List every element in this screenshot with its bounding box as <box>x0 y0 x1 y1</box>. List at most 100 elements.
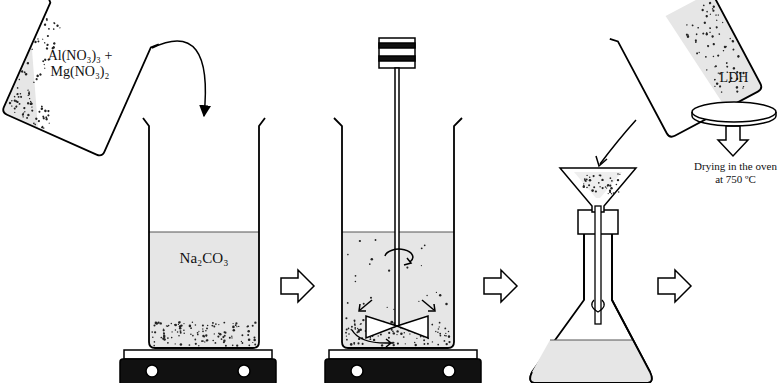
precipitate-dot <box>59 27 61 29</box>
precipitate-dot <box>29 98 31 100</box>
precipitate-dot <box>448 331 450 333</box>
precipitate-dot <box>359 240 361 242</box>
precipitate-dot <box>23 71 26 74</box>
precipitate-dot <box>397 343 399 345</box>
precipitate-dot <box>183 329 185 331</box>
sodium-carbonate-beaker: Na₂CO₃ <box>143 118 265 350</box>
precipitate-dot <box>714 85 716 87</box>
precipitate-dot <box>726 62 728 64</box>
precipitate-dot <box>254 344 256 346</box>
precipitate-dot <box>705 32 708 35</box>
precipitate-dot <box>357 342 359 344</box>
precipitate-dot <box>197 332 199 334</box>
precipitate-dot <box>616 184 618 186</box>
precipitate-dot <box>224 331 226 333</box>
precipitate-dot <box>716 19 718 21</box>
precipitate-dot <box>369 338 371 340</box>
precipitate-dot <box>714 79 716 81</box>
precipitate-dot <box>583 183 584 184</box>
precipitate-dot <box>215 342 217 344</box>
precipitate-dot <box>607 185 608 186</box>
precipitate-dot <box>11 105 13 107</box>
precipitate-dot <box>166 325 167 326</box>
precipitate-dot <box>33 81 35 83</box>
precipitate-dot <box>404 332 405 333</box>
precipitate-dot <box>375 239 377 241</box>
precipitate-dot <box>37 40 40 43</box>
precipitate-dot <box>714 79 716 81</box>
precipitate-dot <box>26 62 29 65</box>
precipitate-dot <box>396 334 397 335</box>
precipitate-dot <box>421 265 422 266</box>
precipitate-dot <box>168 325 170 327</box>
precipitate-dot <box>178 335 180 337</box>
precipitate-dot <box>400 332 403 335</box>
precipitate-dot <box>212 322 214 324</box>
precipitate-dot <box>41 126 44 129</box>
precipitate-dot <box>448 341 450 343</box>
precipitate-dot <box>735 86 738 89</box>
precipitate-dot <box>35 78 38 81</box>
precipitate-dot <box>36 74 39 77</box>
precipitate-dot <box>705 56 707 58</box>
precipitate-dot <box>202 330 204 332</box>
precipitate-dot <box>359 329 362 332</box>
precipitate-dot <box>608 193 609 194</box>
precipitate-dot <box>152 336 154 338</box>
precipitate-dot <box>183 323 184 324</box>
precipitate-dot <box>711 35 714 38</box>
precipitate-dot <box>44 58 47 61</box>
precipitate-dot <box>586 187 588 189</box>
precipitate-dot <box>163 336 165 338</box>
precipitate-dot <box>202 335 205 338</box>
precipitate-dot <box>195 343 197 345</box>
precipitate-dot <box>153 345 155 347</box>
precipitate-dot <box>609 185 611 187</box>
precipitate-dot <box>737 55 740 58</box>
precipitate-dot <box>195 324 197 326</box>
precipitate-dot <box>221 338 223 340</box>
precipitate-dot <box>346 328 348 330</box>
precipitate-dot <box>439 326 440 327</box>
precipitate-dot <box>42 115 45 118</box>
precipitate-dot <box>24 111 26 113</box>
precipitate-dot <box>252 325 254 327</box>
process-note: Drying in the oven at 750 ºC <box>690 160 781 186</box>
precipitate-dot <box>610 177 612 179</box>
precipitate-dot <box>586 179 588 181</box>
precipitate-dot <box>183 333 185 335</box>
precipitate-dot <box>171 331 172 332</box>
precipitate-dot <box>242 342 244 344</box>
node-label: LDH <box>690 70 778 86</box>
precipitate-dot <box>238 326 239 327</box>
precipitate-dot <box>588 184 590 186</box>
precipitate-dot <box>14 96 16 98</box>
precipitate-dot <box>350 343 353 346</box>
precipitate-dot <box>703 21 706 24</box>
precipitate-dot <box>583 185 586 188</box>
precipitate-dot <box>440 335 442 337</box>
precipitate-dot <box>687 34 689 36</box>
precipitate-dot <box>346 335 347 336</box>
precipitate-dot <box>427 343 429 345</box>
precipitate-dot <box>444 327 446 329</box>
precipitate-dot <box>355 329 356 330</box>
precipitate-dot <box>446 343 448 345</box>
precipitate-dot <box>362 319 364 321</box>
precipitate-dot <box>418 301 419 302</box>
precipitate-dot <box>20 96 23 99</box>
precipitate-dot <box>602 187 604 189</box>
precipitate-dot <box>37 120 40 123</box>
precipitate-dot <box>167 342 169 344</box>
precipitate-dot <box>712 8 714 10</box>
precipitate-dot <box>247 330 250 333</box>
precipitate-dot <box>38 110 41 113</box>
precipitate-dot <box>607 184 609 186</box>
precipitate-dot <box>360 323 362 325</box>
precipitate-dot <box>35 117 38 120</box>
precipitate-dot <box>416 338 417 339</box>
precipitate-dot <box>155 322 158 325</box>
precipitate-dot <box>248 344 250 346</box>
precipitate-dot <box>706 69 708 71</box>
precipitate-dot <box>695 33 697 35</box>
